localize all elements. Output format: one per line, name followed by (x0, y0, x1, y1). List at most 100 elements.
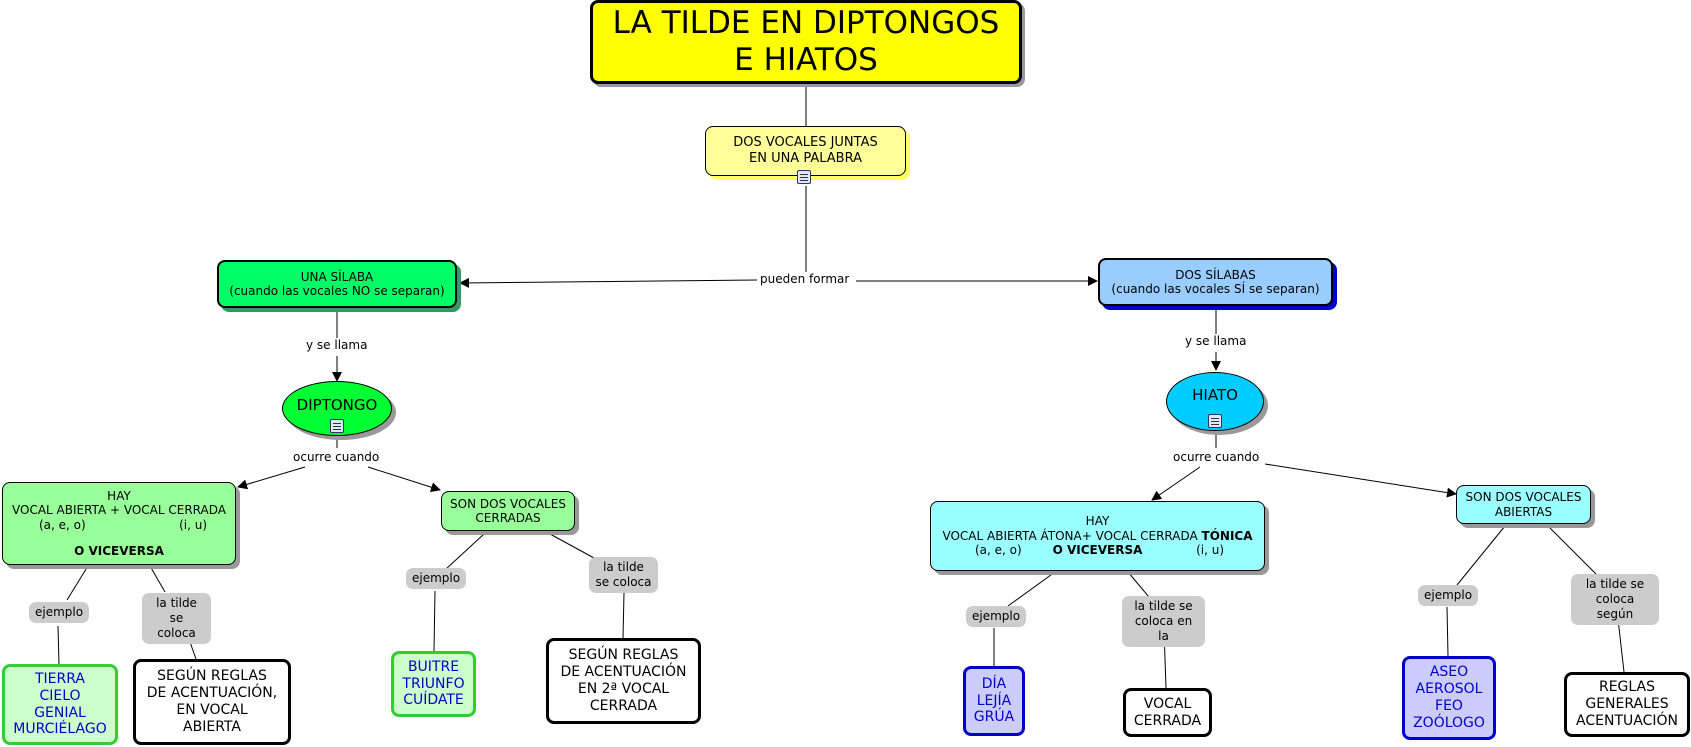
link-text-line: coloca (157, 626, 196, 640)
rule-line: CERRADA (589, 697, 658, 714)
link-pueden-formar[interactable]: pueden formar (757, 272, 853, 287)
line-c1-ejemplo (66, 565, 89, 601)
example-word: BUITRE (407, 658, 460, 675)
rule-line: SEGÚN REGLAS (157, 668, 267, 685)
concept-dos-vocales-abiertas[interactable]: SON DOS VOCALES ABIERTAS (1456, 485, 1591, 524)
concept-una-silaba[interactable]: UNA SÍLABA (cuando las vocales NO se sep… (217, 260, 457, 308)
concept-dos-vocales-cerradas[interactable]: SON DOS VOCALES CERRADAS (441, 491, 575, 531)
case1-line-1: HAY (107, 488, 131, 503)
document-resource-icon[interactable] (330, 419, 344, 433)
rule-line: GENERALES (1585, 696, 1669, 713)
example-word: AEROSOL (1415, 681, 1483, 698)
example-hiato-abiertas[interactable]: ASEO AEROSOL FEO ZOÓLOGO (1402, 656, 1496, 740)
rule-line: ABIERTA (183, 718, 241, 735)
concept-dos-vocales-juntas[interactable]: DOS VOCALES JUNTAS EN UNA PALABRA (705, 126, 906, 176)
title-line-2: E HIATOS (734, 42, 878, 78)
hcase1-line-1: HAY (1085, 514, 1110, 529)
link-ocurre-cuando-left[interactable]: ocurre cuando (290, 450, 383, 465)
rule-vocal-abierta[interactable]: SEGÚN REGLAS DE ACENTUACIÓN, EN VOCAL AB… (133, 659, 291, 745)
concept-hiato[interactable]: HIATO (1166, 372, 1264, 431)
map-title[interactable]: LA TILDE EN DIPTONGOS E HIATOS (590, 0, 1022, 84)
root-line-1: DOS VOCALES JUNTAS (733, 135, 878, 151)
link-ocurre-cuando-right[interactable]: ocurre cuando (1170, 450, 1263, 465)
link-ejemplo-1[interactable]: ejemplo (29, 602, 90, 623)
rule-vocal-cerrada[interactable]: VOCAL CERRADA (1123, 688, 1212, 737)
link-tilde-coloca-3[interactable]: la tilde se coloca en la (1122, 596, 1205, 647)
rule-line: EN VOCAL (176, 702, 248, 718)
line-hc2-tilde (1547, 525, 1597, 575)
example-diptongo-abierta-cerrada[interactable]: TIERRA CIELO GENIAL MURCIÉLAGO (2, 664, 118, 745)
line-ocurre-hcase2 (1264, 463, 1457, 498)
link-ejemplo-2[interactable]: ejemplo (406, 568, 467, 589)
una-silaba-line-2: (cuando las vocales NO se separan) (229, 284, 445, 298)
line-ejemplo-ex2 (433, 590, 436, 652)
example-word: GRÚA (973, 709, 1015, 726)
link-text-line: la tilde (603, 560, 644, 574)
case2-line-1: SON DOS VOCALES (450, 496, 566, 511)
link-tilde-coloca-1[interactable]: la tilde se coloca (142, 593, 211, 644)
link-ejemplo-4[interactable]: ejemplo (1418, 585, 1479, 606)
case2-line-2: CERRADAS (475, 511, 541, 525)
case1-line-2: VOCAL ABIERTA + VOCAL CERRADA (12, 503, 226, 518)
hcase1-open-vowels: (a, e, o) (975, 543, 1022, 557)
una-silaba-line-1: UNA SÍLABA (300, 269, 374, 284)
hcase1-line-2: VOCAL ABIERTA ÁTONA+ VOCAL CERRADA TÓNIC… (942, 529, 1252, 543)
rule-segunda-vocal-cerrada[interactable]: SEGÚN REGLAS DE ACENTUACIÓN EN 2ª VOCAL … (546, 638, 701, 724)
example-word: TIERRA (35, 670, 85, 687)
document-resource-icon[interactable] (797, 170, 811, 184)
title-line-1: LA TILDE EN DIPTONGOS (612, 4, 1000, 41)
case1-open-vowels: (a, e, o) (39, 517, 86, 532)
example-word: MURCIÉLAGO (13, 721, 107, 738)
line-c2-ejemplo (445, 533, 485, 570)
concept-abierta-atona-cerrada-tonica[interactable]: HAY VOCAL ABIERTA ÁTONA+ VOCAL CERRADA T… (930, 501, 1265, 571)
link-text-line: coloca en la (1134, 614, 1193, 643)
concept-dos-silabas[interactable]: DOS SÍLABAS (cuando las vocales SÍ se se… (1098, 258, 1333, 306)
dos-silabas-line-2: (cuando las vocales SÍ se separan) (1111, 282, 1320, 296)
line-hc1-tilde (1127, 571, 1150, 598)
link-text-line: se coloca (595, 575, 652, 589)
line-c2-tilde (549, 533, 595, 559)
example-hiato-atona-tonica[interactable]: DÍA LEJÍA GRÚA (963, 666, 1025, 736)
line-ocurre-case2 (367, 466, 441, 493)
line-link-left (459, 277, 758, 288)
link-tilde-coloca-2[interactable]: la tilde se coloca (589, 557, 658, 593)
link-text-line: coloca según (1595, 592, 1635, 621)
hcase2-line-2: ABIERTAS (1494, 504, 1553, 519)
link-y-se-llama-right[interactable]: y se llama (1182, 334, 1250, 349)
hcase1-tonica: TÓNICA (1201, 528, 1253, 543)
example-diptongo-cerradas[interactable]: BUITRE TRIUNFO CUÍDATE (391, 651, 476, 717)
line-ocurre-hcase1 (1151, 466, 1201, 501)
line-ocurre-case1 (237, 466, 306, 490)
link-text-line: la tilde se (1585, 577, 1645, 591)
hcase1-closed-vowels: (i, u) (1196, 543, 1224, 557)
rule-reglas-generales[interactable]: REGLAS GENERALES ACENTUACIÓN (1564, 672, 1690, 737)
root-line-2: EN UNA PALABRA (749, 151, 862, 166)
rule-line: REGLAS (1598, 679, 1655, 696)
line-ejemplo-ex1 (57, 625, 60, 665)
dos-silabas-line-1: DOS SÍLABAS (1175, 267, 1256, 282)
line-hc1-ejemplo (1007, 571, 1056, 607)
rule-line: VOCAL (1143, 695, 1192, 712)
hcase1-viceversa: O VICEVERSA (1052, 543, 1143, 558)
rule-line: SEGÚN REGLAS (568, 647, 679, 664)
hcase2-line-1: SON DOS VOCALES (1465, 490, 1582, 505)
example-word: LEJÍA (976, 692, 1012, 709)
rule-line: DE ACENTUACIÓN, (146, 685, 278, 702)
example-word: CIELO (39, 687, 81, 704)
link-text-line: la tilde se (1134, 599, 1193, 613)
example-word: TRIUNFO (402, 675, 465, 692)
hcase1-line-2a: VOCAL ABIERTA ÁTONA+ VOCAL CERRADA (942, 528, 1202, 543)
rule-line: EN 2ª VOCAL (577, 681, 670, 697)
link-tilde-coloca-4[interactable]: la tilde se coloca según (1571, 574, 1659, 625)
concept-vocal-abierta-cerrada[interactable]: HAY VOCAL ABIERTA + VOCAL CERRADA (a, e,… (2, 482, 236, 565)
example-word: ASEO (1429, 664, 1469, 681)
example-word: FEO (1435, 698, 1463, 714)
link-ejemplo-3[interactable]: ejemplo (966, 606, 1027, 627)
document-resource-icon[interactable] (1208, 414, 1222, 428)
link-y-se-llama-left[interactable]: y se llama (303, 338, 371, 353)
rule-line: ACENTUACIÓN (1576, 712, 1678, 729)
line-c1-tilde (149, 565, 166, 593)
example-word: GENIAL (34, 704, 86, 721)
rule-line: CERRADA (1133, 712, 1202, 729)
